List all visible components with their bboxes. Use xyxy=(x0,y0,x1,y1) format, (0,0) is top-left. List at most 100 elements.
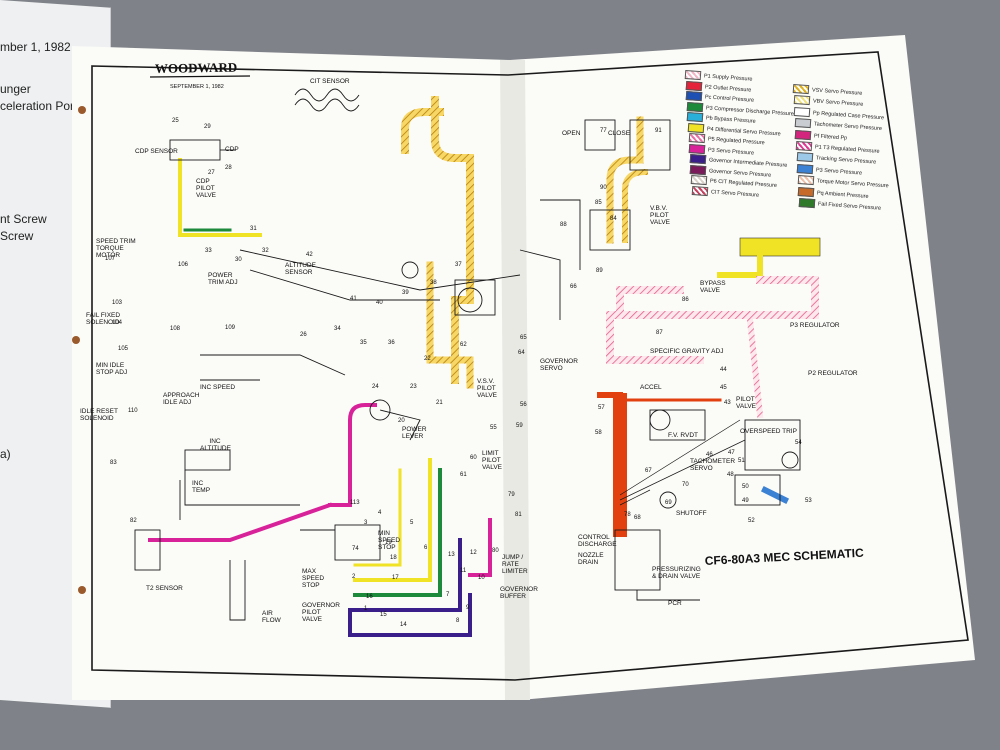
label-approach-idle-adj: APPROACH IDLE ADJ xyxy=(163,392,200,407)
part-number: 69 xyxy=(665,500,672,506)
part-number: 62 xyxy=(460,342,467,348)
part-number: 45 xyxy=(720,385,727,391)
part-number: 113 xyxy=(350,500,360,506)
part-number: 67 xyxy=(645,468,652,474)
legend-label: Pc Control Pressure xyxy=(704,93,755,104)
part-number: 17 xyxy=(392,575,399,581)
part-number: 85 xyxy=(595,200,602,206)
label-fv-rvdt: F.V. RVDT xyxy=(668,432,698,439)
label-inc-speed: INC SPEED xyxy=(200,384,236,391)
part-number: 38 xyxy=(430,280,437,286)
header-date: SEPTEMBER 1, 1982 xyxy=(170,84,224,90)
legend-swatch xyxy=(691,185,708,196)
label-fail-fixed-solenoid: FAIL FIXED SOLENOID xyxy=(86,312,121,327)
legend-swatch xyxy=(688,143,706,154)
legend-swatch xyxy=(795,129,812,140)
legend-label: VSV Servo Pressure xyxy=(811,86,863,97)
legend-swatch xyxy=(796,163,814,174)
part-number: 25 xyxy=(172,118,179,124)
part-number: 32 xyxy=(262,248,269,254)
legend-label: P3 Servo Pressure xyxy=(815,166,863,176)
label-overspeed-trip: OVERSPEED TRIP xyxy=(740,428,797,435)
part-number: 54 xyxy=(795,440,802,446)
part-number: 104 xyxy=(112,320,123,326)
part-number: 55 xyxy=(490,425,497,431)
part-number: 19 xyxy=(385,540,392,546)
part-number: 27 xyxy=(208,170,215,176)
part-number: 64 xyxy=(518,350,525,356)
part-number: 89 xyxy=(596,268,603,274)
part-number: 24 xyxy=(372,384,379,390)
part-number: 22 xyxy=(424,356,431,362)
linkage-lines xyxy=(619,419,746,506)
part-number: 41 xyxy=(350,296,357,302)
label-min-speed-stop: MIN SPEED STOP xyxy=(378,530,401,552)
part-number: 68 xyxy=(634,515,641,521)
part-number: 87 xyxy=(656,330,663,336)
part-number: 23 xyxy=(410,384,417,390)
legend-label: CIT Servo Pressure xyxy=(710,188,759,198)
label-cdp: CDP xyxy=(225,146,239,153)
back-page-line: mber 1, 1982 xyxy=(0,40,71,54)
part-number: 70 xyxy=(682,482,689,488)
label-bypass-valve: BYPASS VALVE xyxy=(700,280,726,295)
binder-hole xyxy=(78,586,86,594)
legend-label: Pb Bypass Pressure xyxy=(706,114,757,125)
legend-swatch xyxy=(796,152,813,163)
back-page-line: Screw xyxy=(0,229,34,243)
part-number: 37 xyxy=(455,262,462,268)
legend-swatch xyxy=(792,84,810,95)
part-number: 74 xyxy=(352,546,359,552)
legend-label: Pq Ambient Pressure xyxy=(817,189,870,200)
part-number: 34 xyxy=(334,326,341,332)
part-number: 31 xyxy=(250,226,257,232)
back-page-line: a) xyxy=(0,447,11,461)
part-number: 12 xyxy=(470,550,477,556)
legend-swatch xyxy=(794,118,812,129)
part-number: 83 xyxy=(110,460,117,466)
label-power-lever: POWER LEVER xyxy=(402,426,427,441)
fluid-lines xyxy=(148,96,821,637)
label-air-flow: AIR FLOW xyxy=(262,610,281,625)
label-pilot-valve: PILOT VALVE xyxy=(736,396,756,411)
part-number: 39 xyxy=(402,290,409,296)
part-number: 61 xyxy=(460,472,467,478)
label-governor-buffer: GOVERNOR BUFFER xyxy=(500,586,538,601)
label-shutoff: SHUTOFF xyxy=(676,510,707,517)
part-number: 20 xyxy=(398,418,405,424)
label-vbv-pilot-valve: V.B.V. PILOT VALVE xyxy=(650,205,670,227)
part-number: 35 xyxy=(360,340,367,346)
label-inc-altitude: INC ALTITUDE xyxy=(200,438,231,453)
part-number: 26 xyxy=(300,332,307,338)
part-number: 65 xyxy=(520,335,527,341)
part-number: 33 xyxy=(205,248,212,254)
part-number: 86 xyxy=(682,297,689,303)
legend-label: P3 Servo Pressure xyxy=(707,146,755,156)
legend-swatch xyxy=(690,164,707,175)
part-number: 10 xyxy=(478,575,485,581)
part-number: 29 xyxy=(204,124,211,130)
legend-swatch xyxy=(798,198,816,209)
binder-hole xyxy=(72,336,80,344)
part-number: 42 xyxy=(306,252,313,258)
part-number: 108 xyxy=(170,326,181,332)
legend-swatch xyxy=(687,122,705,133)
part-number: 110 xyxy=(128,408,138,414)
label-cit-sensor: CIT SENSOR xyxy=(310,78,350,85)
label-limit-pilot-valve: LIMIT PILOT VALVE xyxy=(482,450,502,472)
part-number: 51 xyxy=(738,458,745,464)
part-number: 91 xyxy=(655,128,662,134)
label-p2-regulator: P2 REGULATOR xyxy=(808,370,858,377)
label-inc-temp: INC TEMP xyxy=(192,480,211,495)
label-max-speed-stop: MAX SPEED STOP xyxy=(302,568,325,590)
part-number: 9 xyxy=(466,605,470,611)
part-number: 15 xyxy=(380,612,387,618)
part-number: 53 xyxy=(805,498,812,504)
label-cdp-sensor: CDP SENSOR xyxy=(135,148,178,155)
part-number: 7 xyxy=(446,592,450,598)
part-number: 46 xyxy=(706,452,713,458)
part-number: 79 xyxy=(508,492,515,498)
part-number: 40 xyxy=(376,300,383,306)
legend-swatch xyxy=(795,141,813,152)
